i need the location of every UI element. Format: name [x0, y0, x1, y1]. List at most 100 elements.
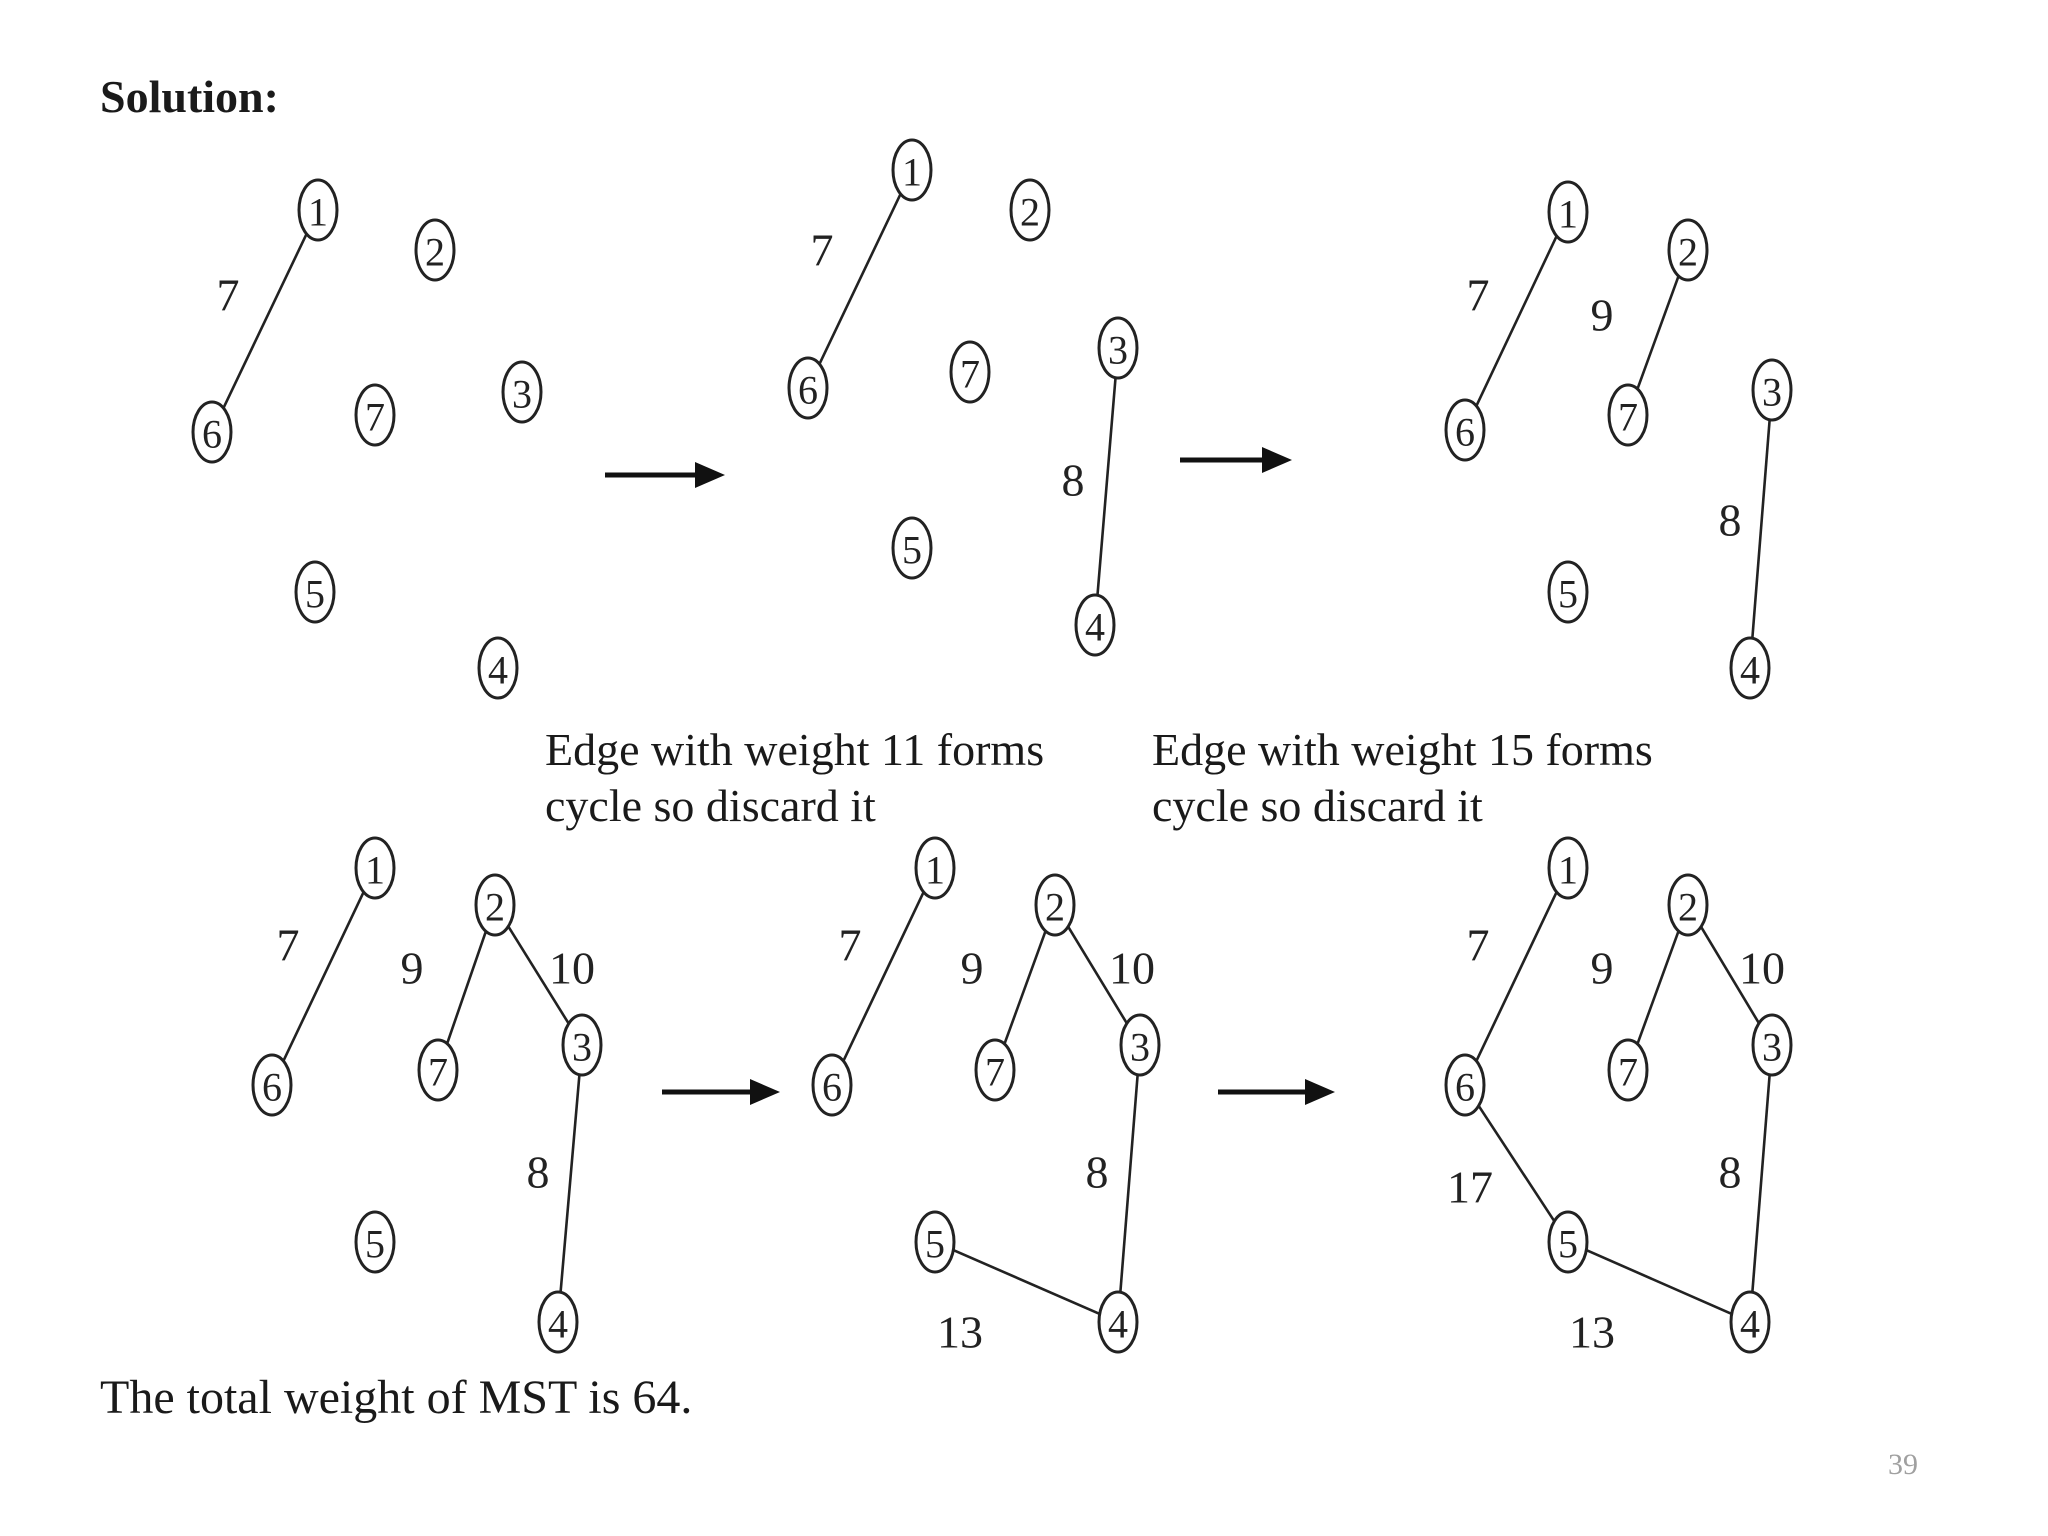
edge-weight-label: 8	[527, 1147, 550, 1198]
edge-weight-label: 8	[1719, 1147, 1742, 1198]
node-4: 4	[477, 636, 519, 700]
node-label: 6	[202, 412, 222, 457]
edge-2-7	[1636, 930, 1680, 1045]
edge-weight-label: 10	[1739, 943, 1785, 994]
edge-5-4	[952, 1248, 1101, 1316]
node-label: 5	[1558, 1222, 1578, 1267]
node-label: 7	[985, 1050, 1005, 1095]
node-label: 1	[365, 848, 385, 893]
node-7: 7	[974, 1038, 1016, 1102]
edge-weight-label: 7	[1467, 270, 1490, 321]
edge-weight-label: 9	[401, 943, 424, 994]
edge-2-7	[1636, 275, 1680, 390]
node-2: 2	[1667, 218, 1709, 282]
node-label: 1	[308, 190, 328, 235]
node-6: 6	[787, 356, 829, 420]
node-label: 4	[1108, 1302, 1128, 1347]
node-label: 2	[1678, 230, 1698, 275]
edge-1-6	[842, 891, 925, 1062]
node-4: 4	[537, 1290, 579, 1354]
node-2: 2	[414, 218, 456, 282]
node-6: 6	[251, 1053, 293, 1117]
node-3: 3	[1751, 358, 1793, 422]
node-label: 5	[305, 572, 325, 617]
edge-1-6	[222, 233, 308, 409]
node-label: 4	[488, 648, 508, 693]
node-label: 2	[1020, 190, 1040, 235]
node-label: 5	[365, 1222, 385, 1267]
node-5: 5	[294, 560, 336, 624]
node-label: 7	[1618, 1050, 1638, 1095]
solution-heading: Solution:	[100, 71, 279, 122]
node-label: 6	[798, 368, 818, 413]
node-label: 5	[1558, 572, 1578, 617]
caption-text-line: cycle so discard it	[1152, 780, 1483, 831]
page-number: 39	[1888, 1448, 1918, 1481]
edge-weight-label: 8	[1719, 495, 1742, 546]
node-label: 7	[1618, 395, 1638, 440]
edge-6-5	[1477, 1105, 1556, 1222]
node-label: 4	[1085, 605, 1105, 650]
edge-2-7	[445, 930, 488, 1045]
arrow-right-icon	[1180, 447, 1292, 473]
node-label: 5	[902, 528, 922, 573]
node-6: 6	[1444, 398, 1486, 462]
caption-text-line: cycle so discard it	[545, 780, 876, 831]
edge-2-7	[1003, 930, 1047, 1045]
node-4: 4	[1074, 593, 1116, 657]
edge-weight-label: 7	[811, 225, 834, 276]
node-1: 1	[1547, 836, 1589, 900]
node-label: 2	[1678, 885, 1698, 930]
node-5: 5	[1547, 560, 1589, 624]
node-2: 2	[1034, 873, 1076, 937]
edge-weight-label: 8	[1086, 1147, 1109, 1198]
node-7: 7	[1607, 1038, 1649, 1102]
node-1: 1	[297, 178, 339, 242]
node-label: 7	[365, 395, 385, 440]
node-label: 6	[822, 1065, 842, 1110]
edge-weight-label: 10	[1109, 943, 1155, 994]
arrow-right-icon	[605, 462, 725, 488]
node-label: 2	[485, 885, 505, 930]
node-label: 1	[902, 150, 922, 195]
node-label: 7	[960, 352, 980, 397]
arrow-right-icon	[662, 1079, 780, 1105]
node-label: 3	[572, 1025, 592, 1070]
node-label: 4	[1740, 648, 1760, 693]
edge-3-4	[1751, 1074, 1771, 1293]
node-3: 3	[1119, 1013, 1161, 1077]
edge-weight-label: 9	[1591, 290, 1614, 341]
arrow-right-icon	[1218, 1079, 1335, 1105]
edge-3-4	[1096, 377, 1117, 596]
node-1: 1	[891, 138, 933, 202]
node-label: 6	[1455, 410, 1475, 455]
edge-5-4	[1585, 1248, 1733, 1316]
caption-text-line: Edge with weight 15 forms	[1152, 724, 1653, 775]
edge-1-6	[1475, 891, 1558, 1062]
edge-weight-label: 7	[1467, 920, 1490, 971]
node-label: 1	[1558, 848, 1578, 893]
node-label: 4	[1740, 1302, 1760, 1347]
node-5: 5	[354, 1210, 396, 1274]
node-5: 5	[914, 1210, 956, 1274]
node-7: 7	[417, 1038, 459, 1102]
node-7: 7	[949, 340, 991, 404]
node-label: 3	[1108, 328, 1128, 373]
node-label: 3	[1762, 1025, 1782, 1070]
node-1: 1	[1547, 180, 1589, 244]
node-5: 5	[891, 516, 933, 580]
node-3: 3	[1097, 316, 1139, 380]
node-2: 2	[1009, 178, 1051, 242]
edge-weight-label: 7	[277, 920, 300, 971]
edge-2-3	[1067, 925, 1128, 1025]
node-label: 2	[425, 230, 445, 275]
edge-1-6	[818, 193, 902, 365]
edge-weight-label: 7	[217, 270, 240, 321]
edge-1-6	[1475, 235, 1558, 407]
node-7: 7	[1607, 383, 1649, 447]
node-label: 3	[1130, 1025, 1150, 1070]
edge-weight-label: 17	[1447, 1162, 1493, 1213]
